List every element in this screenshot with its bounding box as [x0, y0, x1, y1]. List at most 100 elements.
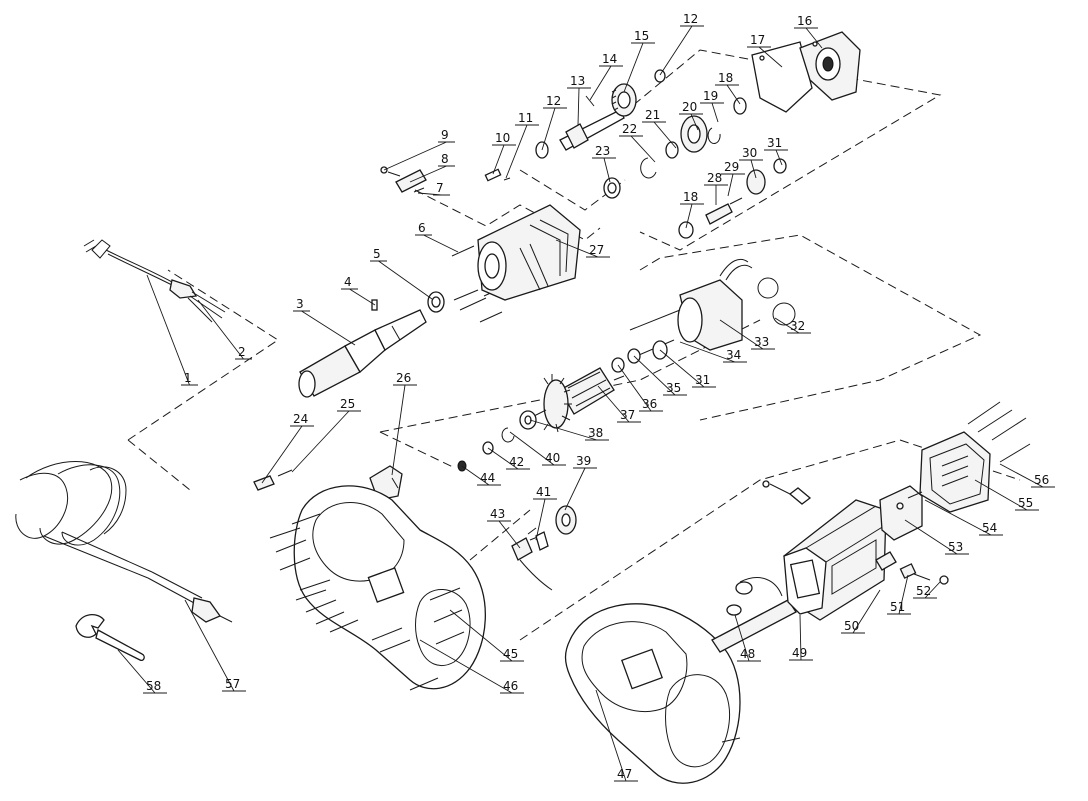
- part-number-label: 13: [570, 74, 585, 88]
- callout-leader: [349, 288, 376, 306]
- part-number-label: 58: [146, 679, 161, 693]
- gear-housing: [477, 204, 581, 301]
- part-number-label: 26: [396, 371, 411, 385]
- part-number-label: 12: [683, 12, 698, 26]
- callout-leader: [378, 260, 433, 300]
- callout-leader: [589, 65, 612, 101]
- mixing-paddle: [15, 461, 233, 623]
- part-number-label: 21: [645, 108, 660, 122]
- callout-leader: [498, 520, 521, 549]
- callout-leader: [461, 465, 490, 486]
- part-number-label: 38: [588, 426, 603, 440]
- part-number-label: 34: [726, 348, 741, 362]
- part-number-label: 40: [545, 451, 560, 465]
- callout-leader: [419, 639, 513, 694]
- part-number-label: 37: [620, 408, 635, 422]
- armature-washers: [611, 340, 668, 373]
- part-number-label: 33: [754, 335, 769, 349]
- part-number-label: 3: [296, 297, 304, 311]
- callout-leader: [597, 385, 630, 423]
- part-number-label: 27: [589, 243, 604, 257]
- callout-leader: [904, 519, 958, 555]
- part-number-label: 5: [373, 247, 381, 261]
- motor-housing: [783, 499, 887, 621]
- part-number-label: 46: [503, 679, 518, 693]
- callout-leader: [184, 599, 235, 692]
- callout-leader: [653, 121, 677, 149]
- part-number-label: 39: [576, 454, 591, 468]
- callout-leader: [564, 467, 586, 511]
- part-number-label: 35: [666, 381, 681, 395]
- callout-leader: [659, 349, 705, 388]
- callout-leader: [999, 463, 1044, 488]
- armature-bearing-parts: [457, 410, 537, 472]
- callout-leader: [535, 498, 546, 541]
- callout-leader: [630, 135, 656, 163]
- washer-5: [427, 291, 445, 313]
- part-number-label: 19: [703, 89, 718, 103]
- callout-leader: [726, 84, 741, 105]
- part-number-label: 30: [742, 146, 757, 160]
- part-number-label: 41: [536, 485, 551, 499]
- part-number-label: 43: [490, 507, 505, 521]
- part-number-label: 42: [509, 455, 524, 469]
- part-number-label: 57: [225, 677, 240, 691]
- intermediate-shaft: [535, 69, 666, 159]
- callout-leader: [727, 173, 734, 197]
- part-number-label: 8: [441, 152, 449, 166]
- part-number-label: 29: [724, 160, 739, 174]
- armature: [529, 367, 625, 433]
- callout-leader: [898, 574, 909, 615]
- callout-leader: [924, 581, 941, 599]
- callout-leader: [555, 239, 599, 258]
- switch-assembly: [511, 505, 577, 591]
- part-number-label: 51: [890, 600, 905, 614]
- part-number-label: 50: [844, 619, 859, 633]
- part-number-label: 11: [518, 111, 533, 125]
- part-number-label: 56: [1034, 473, 1049, 487]
- field-stator: [629, 258, 796, 359]
- callout-leader: [509, 431, 555, 466]
- part-number-label: 49: [792, 646, 807, 660]
- part-number-label: 20: [682, 100, 697, 114]
- part-number-label: 7: [436, 181, 444, 195]
- callout-leader: [492, 144, 505, 175]
- callout-leader: [449, 609, 513, 662]
- callout-leader: [301, 310, 356, 346]
- callout-leader: [852, 589, 881, 634]
- callout-leader: [924, 499, 992, 536]
- part-number-label: 9: [441, 128, 449, 142]
- callout-leader: [805, 27, 823, 49]
- part-number-label: 24: [293, 412, 308, 426]
- part-number-label: 52: [916, 584, 931, 598]
- callout-leader: [734, 614, 750, 662]
- callout-leader: [799, 614, 802, 661]
- callout-leader: [719, 319, 764, 350]
- callout-leader: [487, 447, 519, 470]
- part-number-label: 47: [617, 767, 632, 781]
- callout-leader: [974, 479, 1028, 511]
- part-number-label: 18: [718, 71, 733, 85]
- callout-leader: [603, 157, 611, 183]
- part-number-label: 31: [767, 136, 782, 150]
- part-number-label: 4: [344, 275, 352, 289]
- brush-parts: [711, 577, 797, 653]
- callout-leader: [117, 649, 156, 694]
- right-housing-half: [564, 603, 741, 784]
- brush-holder-parts: [762, 480, 949, 585]
- part-number-label: 1: [184, 371, 192, 385]
- part-number-label: 44: [480, 471, 495, 485]
- callout-leader: [423, 234, 459, 253]
- callout-leader: [774, 317, 800, 334]
- callout-leader: [679, 341, 736, 363]
- part-number-label: 15: [634, 29, 649, 43]
- left-housing-half: [269, 485, 486, 691]
- gear-cover: [751, 31, 861, 113]
- part-number-label: 18: [683, 190, 698, 204]
- part-number-label: 48: [740, 647, 755, 661]
- part-number-label: 45: [503, 647, 518, 661]
- gear-train-upper: [603, 97, 747, 199]
- callout-leader: [595, 689, 627, 782]
